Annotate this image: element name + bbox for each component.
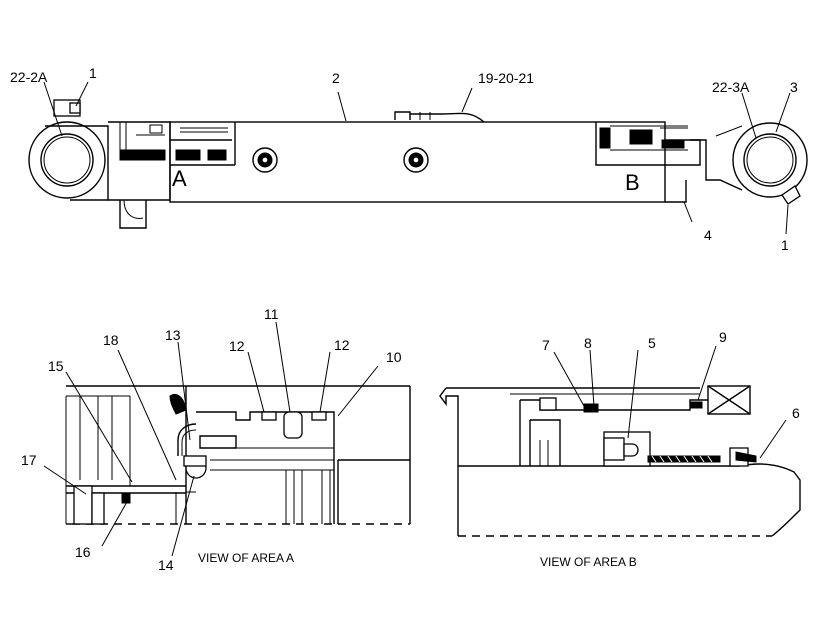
top-leader-lines xyxy=(43,81,791,235)
callout-4: 4 xyxy=(704,227,712,243)
callout-2: 2 xyxy=(332,70,340,86)
area-a-detail xyxy=(65,385,411,525)
callout-15: 15 xyxy=(48,358,64,374)
callout-1-left: 1 xyxy=(89,65,97,81)
callout-13: 13 xyxy=(165,327,181,343)
callout-11: 11 xyxy=(264,306,279,322)
callout-6: 6 xyxy=(792,405,800,421)
area-b-marker: B xyxy=(625,170,640,195)
callout-3: 3 xyxy=(790,79,798,95)
callout-1-right: 1 xyxy=(781,237,789,253)
callout-22-2a: 22-2A xyxy=(10,69,48,85)
callout-17: 17 xyxy=(21,452,37,468)
callout-22-3a: 22-3A xyxy=(712,79,750,95)
right-eye-bearing xyxy=(743,133,797,187)
right-grease-fitting xyxy=(781,185,801,205)
callout-9: 9 xyxy=(719,329,727,345)
callout-7: 7 xyxy=(542,337,550,353)
callout-10: 10 xyxy=(386,349,402,365)
area-a-marker: A xyxy=(172,166,187,191)
cylinder-barrel xyxy=(169,121,666,203)
callout-14: 14 xyxy=(158,557,174,573)
callout-12-left: 12 xyxy=(229,338,245,354)
callout-16: 16 xyxy=(75,544,91,560)
area-b-leader-lines xyxy=(553,345,787,459)
caption-view-area-b: VIEW OF AREA B xyxy=(540,555,637,569)
left-eye-bearing xyxy=(40,133,94,187)
callout-8: 8 xyxy=(584,335,592,351)
callout-5: 5 xyxy=(648,335,656,351)
left-eye-outer xyxy=(28,121,106,199)
cylinder-assembly: A B xyxy=(28,99,808,229)
right-eye-outer xyxy=(732,122,808,198)
callout-12-right: 12 xyxy=(334,337,350,353)
callout-18: 18 xyxy=(103,332,119,348)
caption-view-area-a: VIEW OF AREA A xyxy=(198,551,294,565)
area-b-detail xyxy=(439,385,801,537)
callout-19-20-21: 19-20-21 xyxy=(478,70,534,86)
area-a-leader-lines xyxy=(43,321,379,557)
